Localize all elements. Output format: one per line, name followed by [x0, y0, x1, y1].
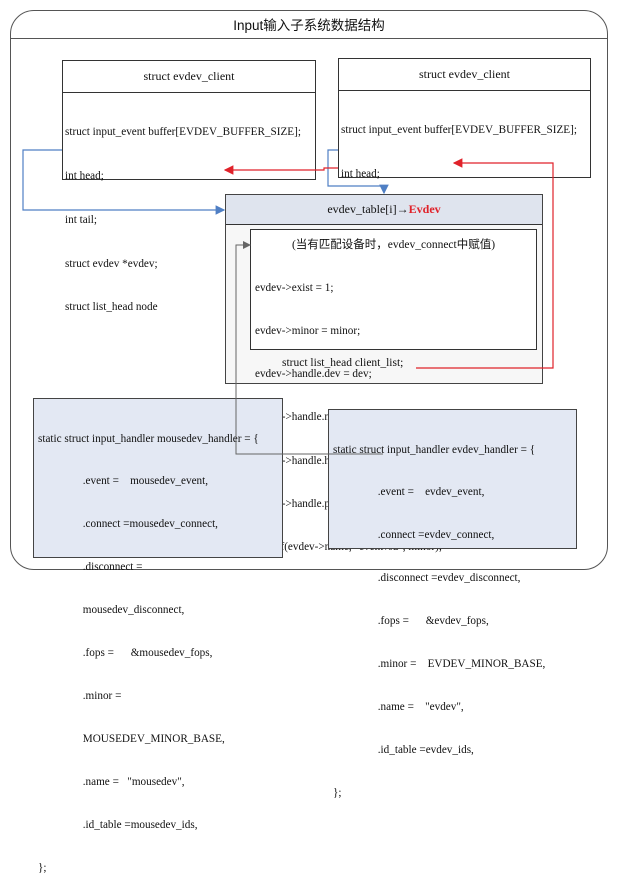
- evdev-client-right: struct evdev_client struct input_event b…: [338, 58, 591, 311]
- client-header: struct evdev_client: [63, 61, 315, 93]
- handler-line: .connect =evdev_connect,: [333, 529, 495, 542]
- handler-line: .fops = &mousedev_fops,: [38, 647, 213, 660]
- evdev-label: Evdev: [408, 202, 441, 216]
- client-body: struct input_event buffer[EVDEV_BUFFER_S…: [63, 93, 315, 347]
- right-evdev-pointer-connector: [327, 149, 389, 195]
- client-field: struct input_event buffer[EVDEV_BUFFER_S…: [65, 126, 301, 139]
- client-field: struct evdev *evdev;: [65, 257, 158, 270]
- handler-line: static struct input_handler mousedev_han…: [38, 432, 259, 445]
- client-field: struct list_head node: [65, 301, 158, 314]
- handler-line: .connect =mousedev_connect,: [38, 518, 218, 531]
- handler-line: .name = "evdev",: [333, 700, 464, 713]
- handler-line: .disconnect =: [38, 561, 143, 574]
- client-field: int head;: [65, 169, 104, 182]
- evdev-table-index: evdev_table[i]: [327, 202, 397, 216]
- handler-line: .event = evdev_event,: [333, 486, 485, 499]
- handler-line: .disconnect =evdev_disconnect,: [333, 572, 521, 585]
- handler-line: static struct input_handler evdev_handle…: [333, 443, 536, 456]
- evdev-assignment-box: (当有匹配设备时，evdev_connect中赋值) evdev->exist …: [250, 229, 537, 553]
- assignment-line: evdev->exist = 1;: [255, 281, 334, 294]
- connect-callback-connector: [235, 241, 383, 455]
- handler-line: .event = mousedev_event,: [38, 475, 209, 488]
- handler-line: .name = "mousedev",: [38, 775, 185, 788]
- node-link-connector: [223, 165, 338, 175]
- handler-line: .fops = &evdev_fops,: [333, 615, 489, 628]
- handler-line: .id_table =mousedev_ids,: [38, 818, 198, 831]
- client-list-field: struct list_head client_list;: [282, 357, 404, 369]
- client-field: struct input_event buffer[EVDEV_BUFFER_S…: [341, 124, 577, 137]
- assignment-line: evdev->minor = minor;: [255, 325, 361, 338]
- handler-line: mousedev_disconnect,: [38, 604, 185, 617]
- assignment-note: (当有匹配设备时，evdev_connect中赋值): [291, 239, 496, 251]
- client-header: struct evdev_client: [339, 59, 590, 91]
- handler-line: MOUSEDEV_MINOR_BASE,: [38, 732, 225, 745]
- handler-line: };: [38, 861, 47, 874]
- left-evdev-pointer-connector: [22, 149, 226, 215]
- handler-line: .id_table =evdev_ids,: [333, 743, 474, 756]
- assignment-line: evdev->handle.dev = dev;: [255, 368, 372, 381]
- client-field: int tail;: [65, 213, 98, 226]
- handler-line: .minor = EVDEV_MINOR_BASE,: [333, 658, 546, 671]
- evdev-client-left: struct evdev_client struct input_event b…: [62, 60, 316, 313]
- client-list-link-connector: [416, 158, 554, 369]
- connector-layer: [22, 149, 554, 455]
- evdev-table-box: evdev_table[i]→Evdev (当有匹配设备时，evdev_conn…: [225, 194, 543, 553]
- client-field: int head;: [341, 167, 380, 180]
- handler-line: };: [333, 786, 342, 799]
- evdev-table-header: evdev_table[i]→Evdev: [226, 195, 542, 225]
- pointer-arrow: →: [396, 202, 409, 216]
- handler-line: .minor =: [38, 689, 122, 702]
- title-separator: [10, 38, 608, 39]
- diagram-title: Input输入子系统数据结构: [233, 18, 385, 33]
